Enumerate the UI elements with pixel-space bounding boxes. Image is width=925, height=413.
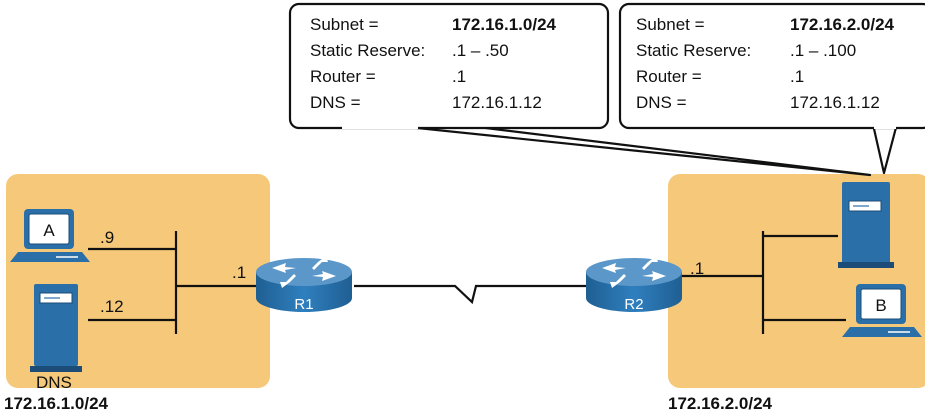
dns-server-address: .12 xyxy=(100,297,124,316)
left-reserve-value: .1 – .50 xyxy=(452,41,509,60)
r2-label: R2 xyxy=(624,296,643,313)
r1-label: R1 xyxy=(294,296,313,313)
right-lan-links xyxy=(682,231,846,334)
dhcp-server[interactable] xyxy=(838,182,894,268)
right-router-label: Router = xyxy=(636,67,702,86)
right-subnet-label: Subnet = xyxy=(636,15,705,34)
router-r1[interactable]: R1 xyxy=(256,256,352,313)
pc-b[interactable]: B xyxy=(842,284,922,337)
pc-a-label: A xyxy=(43,221,55,240)
pc-a-address: .9 xyxy=(100,228,114,247)
wan-serial-link xyxy=(354,284,586,305)
r1-interface-address: .1 xyxy=(232,263,246,282)
left-router-value: .1 xyxy=(452,67,466,86)
right-subnet-value: 172.16.2.0/24 xyxy=(790,15,895,34)
right-dhcp-callout: Subnet = 172.16.2.0/24 Static Reserve: .… xyxy=(618,2,925,130)
right-subnet-label: 172.16.2.0/24 xyxy=(668,394,773,413)
left-subnet-label: Subnet = xyxy=(310,15,379,34)
left-dhcp-callout: Subnet = 172.16.1.0/24 Static Reserve: .… xyxy=(288,2,610,130)
pc-a[interactable]: A xyxy=(10,209,90,262)
right-router-value: .1 xyxy=(790,67,804,86)
dns-server-label: DNS xyxy=(36,373,72,392)
left-dns-value: 172.16.1.12 xyxy=(452,93,542,112)
right-dns-value: 172.16.1.12 xyxy=(790,93,880,112)
right-reserve-value: .1 – .100 xyxy=(790,41,856,60)
r1-arrows-icon xyxy=(272,256,336,288)
left-subnet-value: 172.16.1.0/24 xyxy=(452,15,557,34)
left-router-label: Router = xyxy=(310,67,376,86)
left-lan-links xyxy=(88,231,258,334)
left-dns-label: DNS = xyxy=(310,93,361,112)
router-r2[interactable]: R2 xyxy=(586,256,682,313)
left-reserve-label: Static Reserve: xyxy=(310,41,425,60)
r2-arrows-icon xyxy=(602,256,666,288)
right-dns-label: DNS = xyxy=(636,93,687,112)
dns-server[interactable] xyxy=(30,284,82,372)
left-subnet-label: 172.16.1.0/24 xyxy=(4,394,109,413)
r2-interface-address: .1 xyxy=(690,259,704,278)
pc-b-label: B xyxy=(875,296,886,315)
right-reserve-label: Static Reserve: xyxy=(636,41,751,60)
